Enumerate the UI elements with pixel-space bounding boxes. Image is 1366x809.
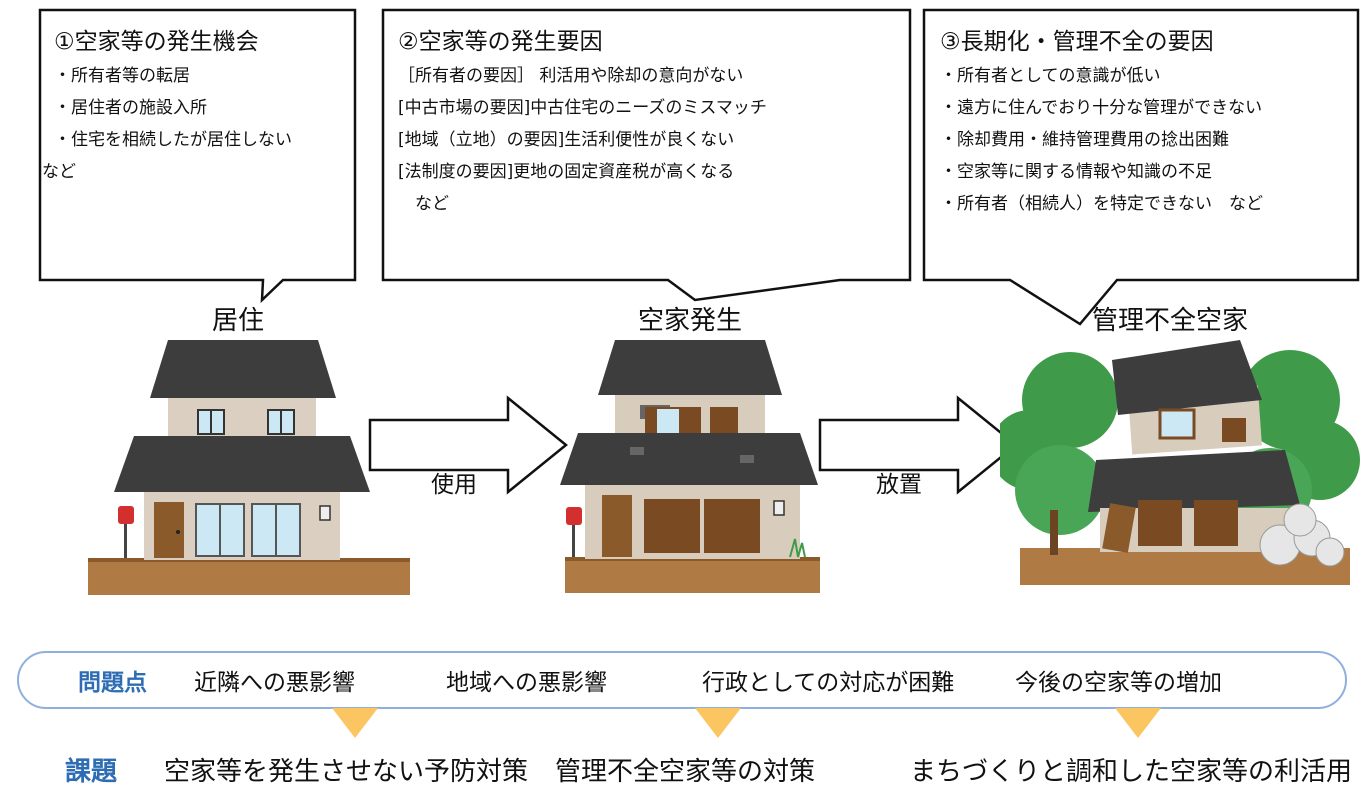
stage-label-neglected: 管理不全空家 bbox=[1092, 306, 1249, 336]
bubble-2-line: [中古市場の要因]中古住宅のニーズのミスマッチ bbox=[398, 98, 767, 118]
problems-panel bbox=[17, 651, 1347, 709]
bubble-3-title: ③長期化・管理不全の要因 bbox=[940, 29, 1214, 55]
arrow-label-neglect: 放置 bbox=[876, 472, 922, 498]
issues-key-label: 課題 bbox=[65, 757, 118, 787]
problem-item: 地域への悪影響 bbox=[446, 670, 607, 696]
stage-label-vacancy: 空家発生 bbox=[638, 306, 743, 336]
bubble-2: ②空家等の発生要因 ［所有者の要因］ 利活用や除却の意向がない [中古市場の要因… bbox=[398, 22, 767, 220]
house-illustration-neglected bbox=[1000, 340, 1360, 585]
issue-item: 管理不全空家等の対策 bbox=[555, 757, 816, 787]
bubble-1-outline bbox=[38, 8, 357, 304]
bubble-1: ①空家等の発生機会 ・所有者等の転居 ・居住者の施設入所 ・住宅を相続したが居住… bbox=[42, 22, 292, 188]
house-illustration-vacancy bbox=[560, 340, 820, 593]
flow-arrow-neglect bbox=[818, 395, 1018, 495]
arrow-label-use: 使用 bbox=[431, 472, 477, 498]
bubble-3-line: ・除却費用・維持管理費用の捻出困難 bbox=[940, 130, 1229, 150]
issue-item: まちづくりと調和した空家等の利活用 bbox=[910, 757, 1353, 787]
bubble-2-line: [地域（立地）の要因]生活利便性が良くない bbox=[398, 130, 735, 150]
bubble-3-line: ・空家等に関する情報や知識の不足 bbox=[940, 162, 1212, 182]
bubble-2-line: ［所有者の要因］ 利活用や除却の意向がない bbox=[398, 66, 744, 86]
down-triangle-icon bbox=[1115, 708, 1161, 738]
down-triangle-icon bbox=[332, 708, 378, 738]
bubble-2-outline bbox=[381, 8, 912, 302]
bubble-1-line: ・住宅を相続したが居住しない bbox=[54, 130, 292, 150]
issue-item: 空家等を発生させない予防対策 bbox=[164, 757, 529, 787]
flow-arrow-use bbox=[368, 395, 568, 495]
bubble-3: ③長期化・管理不全の要因 ・所有者としての意識が低い ・遠方に住んでおり十分な管… bbox=[940, 22, 1263, 220]
bubble-1-title: ①空家等の発生機会 bbox=[54, 29, 259, 55]
problem-item: 近隣への悪影響 bbox=[194, 670, 355, 696]
problems-key-label: 問題点 bbox=[78, 670, 147, 696]
bubble-1-line: ・居住者の施設入所 bbox=[54, 98, 207, 118]
stage-label-residence: 居住 bbox=[212, 306, 265, 336]
problem-item: 今後の空家等の増加 bbox=[1015, 670, 1222, 696]
bubble-1-line: ・所有者等の転居 bbox=[54, 66, 190, 86]
bubble-3-line: ・所有者としての意識が低い bbox=[940, 66, 1161, 86]
bubble-3-outline bbox=[922, 8, 1360, 326]
bubble-1-line: など bbox=[42, 162, 76, 182]
bubble-2-line: など bbox=[398, 194, 449, 214]
bubble-3-line: ・所有者（相続人）を特定できない など bbox=[940, 194, 1263, 214]
problem-item: 行政としての対応が困難 bbox=[702, 670, 955, 696]
down-triangle-icon bbox=[695, 708, 741, 738]
bubble-2-line: [法制度の要因]更地の固定資産税が高くなる bbox=[398, 162, 735, 182]
bubble-3-line: ・遠方に住んでおり十分な管理ができない bbox=[940, 98, 1263, 118]
bubble-2-title: ②空家等の発生要因 bbox=[398, 29, 603, 55]
house-illustration-residence bbox=[88, 340, 410, 595]
